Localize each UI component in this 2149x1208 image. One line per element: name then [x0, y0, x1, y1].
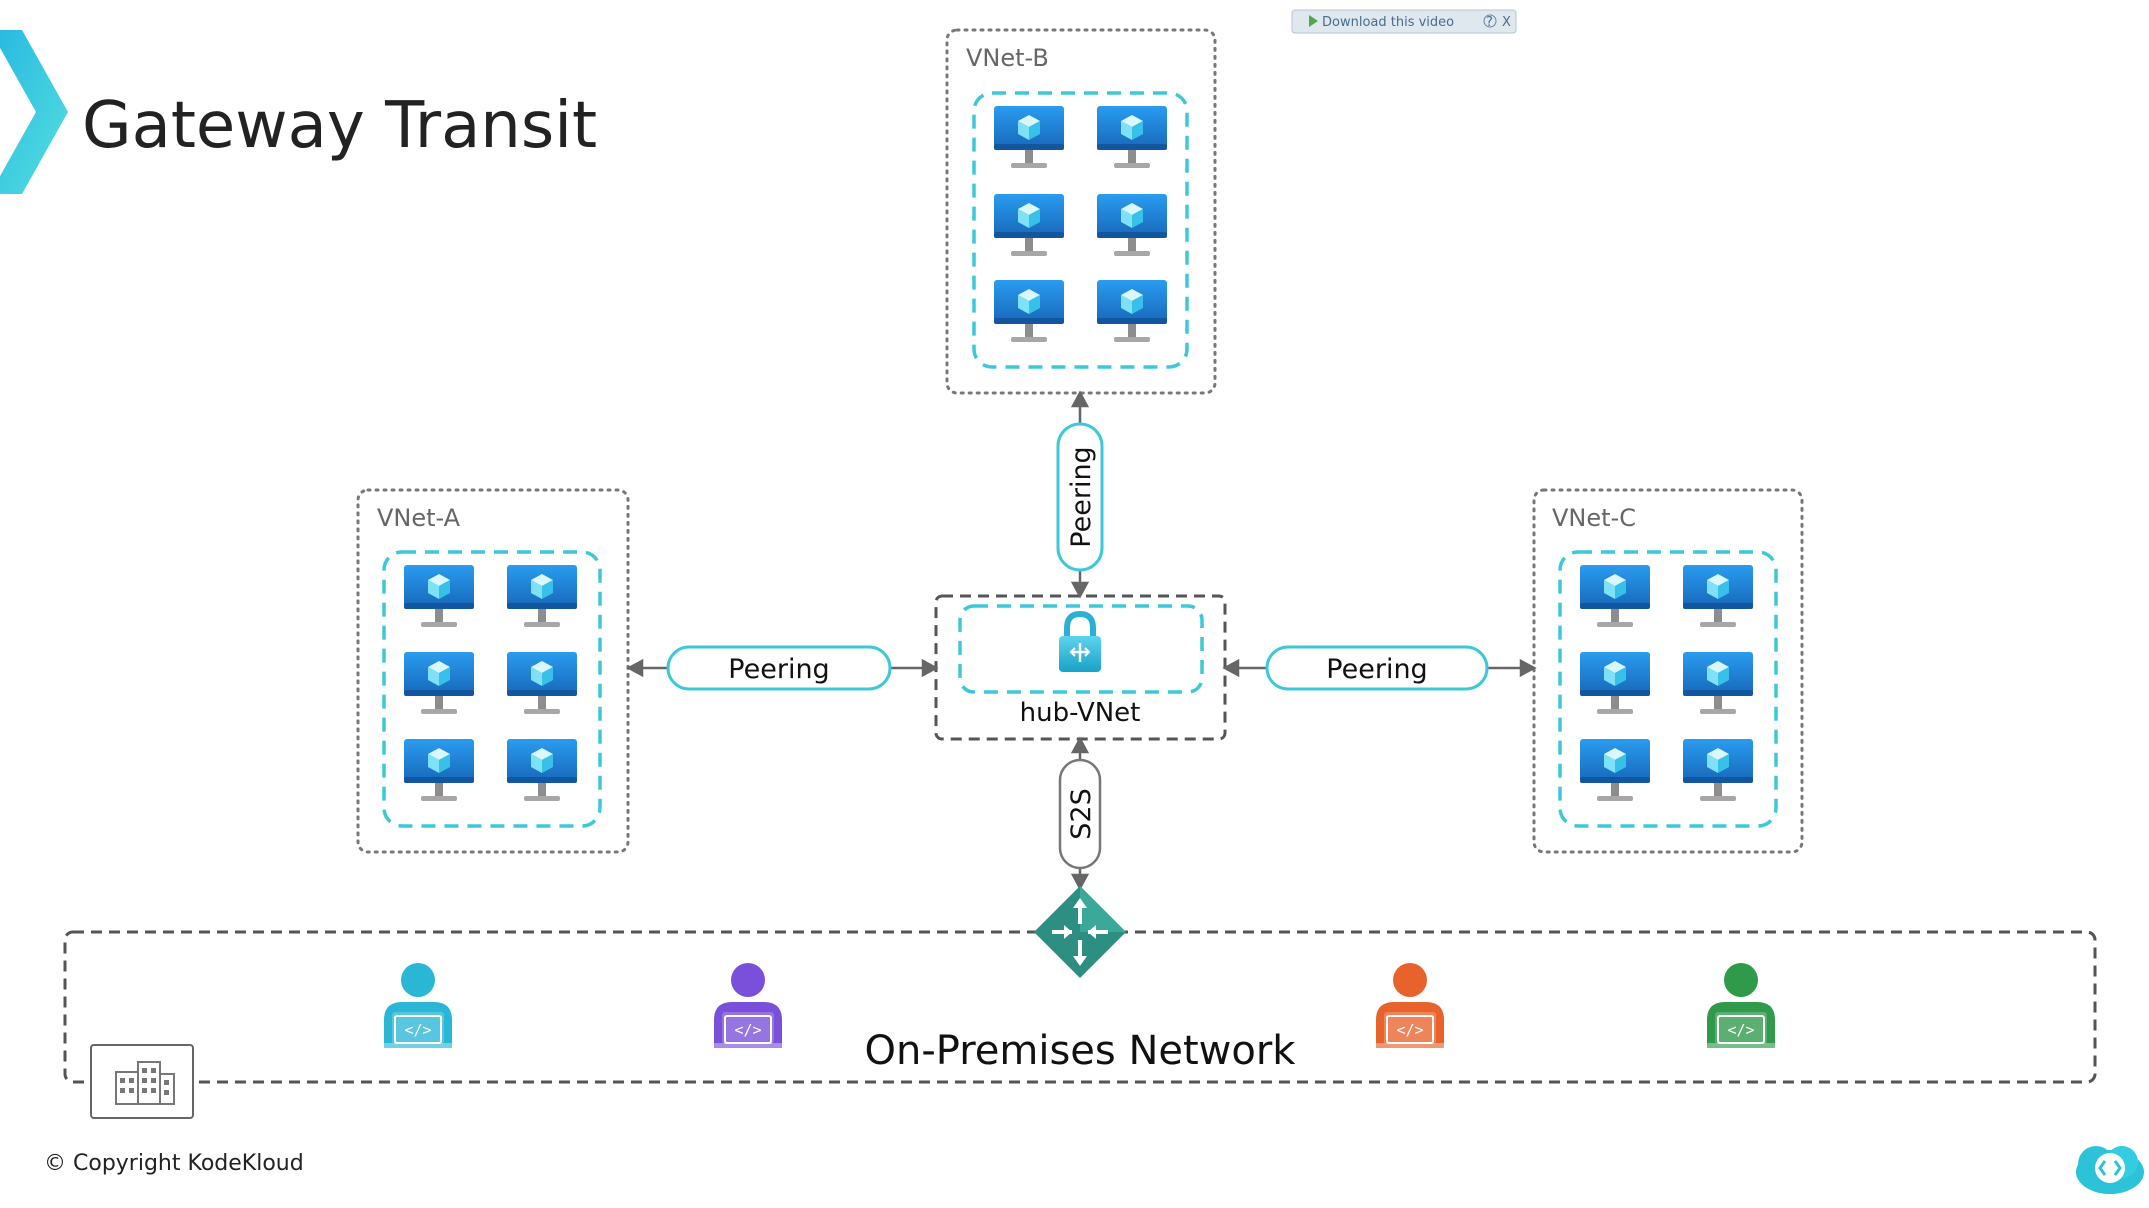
building-icon: [90, 1044, 194, 1119]
vm-icon: [404, 565, 474, 627]
vnet-b-group: VNet-B: [945, 28, 1217, 395]
developer-icon: [713, 962, 783, 1049]
vnet-c-label: VNet-C: [1552, 504, 1636, 532]
vnet-b-subnet: [972, 91, 1189, 369]
peering-connection-top: Peering: [1056, 422, 1104, 572]
vnet-c-boundary: [1532, 488, 1804, 854]
onprem-label: On-Premises Network: [865, 1028, 1297, 1074]
peering-label-right: Peering: [1326, 654, 1427, 685]
hub-vnet-group: hub-VNet: [934, 594, 1227, 741]
onprem-network-group: On-Premises Network: [63, 886, 2097, 1119]
peering-label-left: Peering: [728, 654, 829, 685]
vm-icon: [1580, 739, 1650, 801]
peering-connection-left: Peering: [666, 645, 892, 691]
cloud-code-icon: [2076, 1146, 2144, 1194]
router-icon: [1034, 886, 1126, 978]
vm-icon: [994, 280, 1064, 342]
hub-vnet-subnet: [958, 604, 1204, 694]
developer-icon: [383, 962, 453, 1049]
peering-label-top: Peering: [1066, 446, 1097, 547]
copyright-text: © Copyright KodeKloud: [44, 1151, 304, 1176]
vnet-a-group: VNet-A: [356, 488, 630, 854]
help-icon[interactable]: [1483, 14, 1497, 28]
vm-icon: [507, 652, 577, 714]
vm-icon: [404, 739, 474, 801]
lock-icon: [1059, 610, 1101, 672]
help-icon-glyph: ?: [1486, 15, 1493, 30]
vm-icon: [994, 106, 1064, 168]
vm-icon: [1580, 652, 1650, 714]
hub-vnet-label: hub-VNet: [1020, 698, 1141, 728]
vm-icon: [1097, 106, 1167, 168]
brand-logo-chevron: [0, 30, 68, 194]
vnet-c-group: VNet-C: [1532, 488, 1804, 854]
vnet-a-subnet: [382, 550, 602, 828]
developer-icon: [1706, 962, 1776, 1049]
vm-icon: [1683, 739, 1753, 801]
vm-icon: [1097, 280, 1167, 342]
vm-icon: [1580, 565, 1650, 627]
vnet-c-subnet: [1558, 550, 1778, 828]
page-title: Gateway Transit: [82, 89, 597, 163]
close-icon[interactable]: X: [1502, 15, 1511, 30]
vnet-b-boundary: [945, 28, 1217, 395]
download-video-label[interactable]: Download this video: [1322, 15, 1454, 30]
vm-icon: [1683, 652, 1753, 714]
vm-icon: [507, 565, 577, 627]
vnet-b-label: VNet-B: [966, 44, 1049, 72]
play-icon: [1309, 15, 1318, 27]
peering-connection-right: Peering: [1265, 645, 1489, 691]
vm-icon: [994, 194, 1064, 256]
vm-icon: [507, 739, 577, 801]
vnet-a-boundary: [356, 488, 630, 854]
s2s-connection: S2S: [1058, 758, 1102, 870]
vm-icon: [1097, 194, 1167, 256]
vnet-a-label: VNet-A: [377, 504, 461, 532]
onprem-boundary: [63, 930, 2097, 1084]
s2s-label: S2S: [1066, 788, 1097, 839]
download-video-bar[interactable]: Download this video ? X: [1291, 9, 1517, 34]
vm-icon: [404, 652, 474, 714]
developer-icon: [1375, 962, 1445, 1049]
vm-icon: [1683, 565, 1753, 627]
